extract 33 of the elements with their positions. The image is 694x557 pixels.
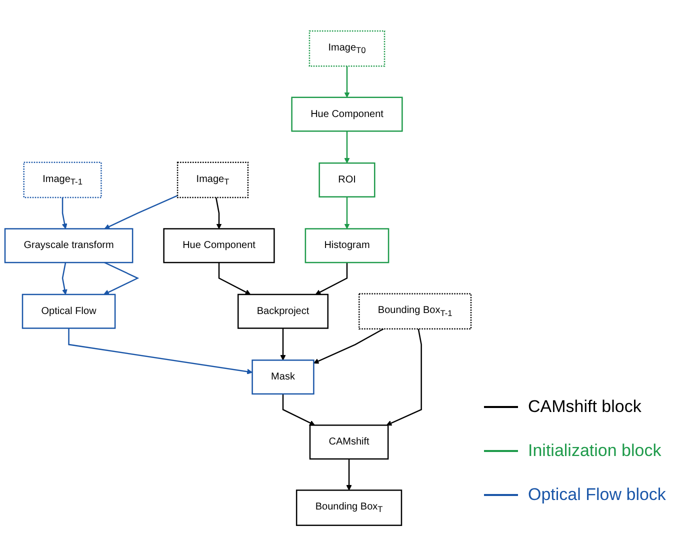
node-box: ROI <box>318 162 376 198</box>
node-box: Bounding Box$_{T}$ <box>296 490 402 526</box>
node-box: Optical Flow <box>22 294 116 330</box>
node-box: Histogram <box>304 228 390 264</box>
arrow <box>215 198 222 230</box>
legend-text: Initialization block <box>528 441 662 461</box>
node-box: Image$_{T0}$ <box>308 30 386 68</box>
arrow <box>344 131 350 164</box>
arrow <box>62 198 68 230</box>
arrow <box>386 329 422 426</box>
node-box: Bounding Box$_{T-1}$ <box>358 294 472 330</box>
arrow <box>346 459 352 491</box>
node-box: CAMshift <box>309 424 389 460</box>
arrow <box>280 328 286 361</box>
arrow <box>313 328 384 364</box>
arrow <box>218 262 251 296</box>
legend-text: CAMshift block <box>528 397 642 417</box>
node-box: Grayscale transform <box>4 228 134 264</box>
node-box: Hue Component <box>291 97 403 132</box>
arrow <box>344 197 350 230</box>
node-box: Backproject <box>238 294 328 330</box>
node-box: Mask <box>252 360 314 395</box>
node-box: Image$_{T-1}$ <box>23 162 102 198</box>
node-box: Hue Component <box>163 228 275 264</box>
arrow <box>104 195 178 230</box>
node-box: Image$_{T}$ <box>176 162 249 198</box>
arrow <box>315 262 348 296</box>
arrow <box>104 262 140 296</box>
arrow <box>344 66 350 98</box>
arrow <box>68 328 253 375</box>
arrow <box>62 262 68 296</box>
arrow <box>282 394 315 426</box>
legend-text: Optical Flow block <box>528 485 666 505</box>
